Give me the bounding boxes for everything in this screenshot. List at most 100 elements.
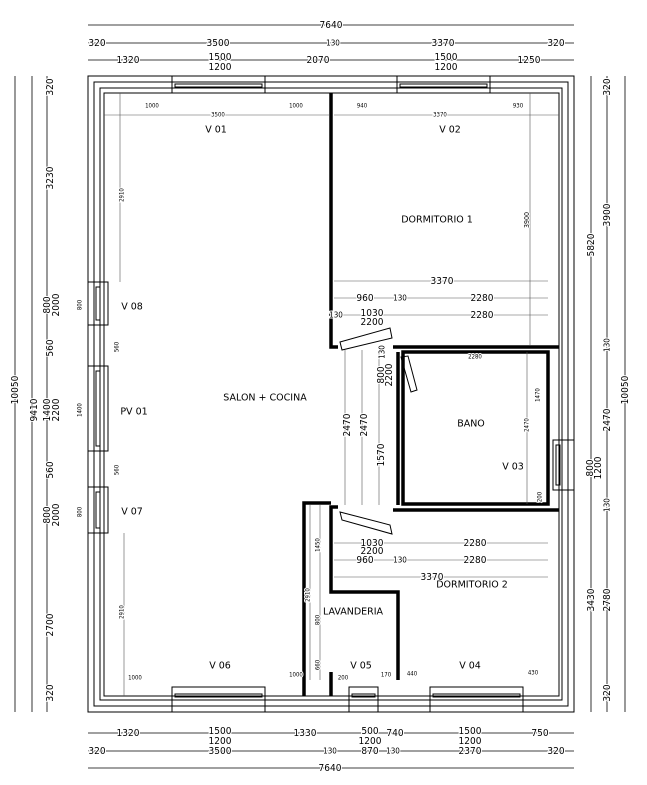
label-salon-cocina: SALON + COCINA bbox=[223, 393, 307, 404]
dimension-interior-26: 2200 bbox=[361, 546, 384, 557]
dimension-interior-12: 1030 bbox=[361, 308, 384, 319]
dimension-right-11: 10050 bbox=[620, 375, 631, 404]
dimension-interior-7: 3370 bbox=[431, 276, 454, 287]
dimension-bottom-0: 1320 bbox=[117, 728, 140, 739]
dimension-left-6: 560 bbox=[45, 339, 56, 356]
dimension-interior-14: 2280 bbox=[471, 310, 494, 321]
dimension-right-5: 130 bbox=[603, 498, 612, 512]
dimension-interior-28: 960 bbox=[356, 555, 373, 566]
dimension-interior-35: 660 bbox=[315, 659, 322, 670]
label-dormitorio2: DORMITORIO 2 bbox=[436, 580, 508, 591]
dimension-interior-38: 200 bbox=[338, 675, 349, 682]
dimension-right-4: 2470 bbox=[602, 408, 613, 431]
dimension-top-4: 3370 bbox=[432, 38, 455, 49]
dimension-interior-37: 1000 bbox=[289, 672, 303, 679]
dimension-left-17: 560 bbox=[114, 341, 121, 352]
dimension-left-8: 2200 bbox=[51, 398, 62, 421]
dimension-left-14: 800 bbox=[77, 299, 84, 310]
dimension-interior-11: 130 bbox=[329, 311, 343, 320]
label-dormitorio1: DORMITORIO 1 bbox=[401, 215, 473, 226]
dimension-left-12: 2700 bbox=[45, 613, 56, 636]
dimension-right-0: 5820 bbox=[586, 233, 597, 256]
label-pv01: PV 01 bbox=[120, 407, 147, 418]
dimension-left-9: 560 bbox=[45, 461, 56, 478]
window-v03 bbox=[552, 439, 575, 491]
dimension-top-3: 130 bbox=[326, 39, 340, 48]
dimension-interior-5: 930 bbox=[513, 103, 524, 110]
label-v01: V 01 bbox=[205, 125, 227, 136]
label-v02: V 02 bbox=[439, 125, 461, 136]
dimension-left-19: 2910 bbox=[119, 188, 126, 202]
door-dormitorio2 bbox=[339, 511, 393, 535]
dimension-interior-1: 3500 bbox=[211, 112, 225, 119]
dimension-interior-16: 2470 bbox=[359, 413, 370, 436]
dimension-top-10: 1500 bbox=[435, 52, 458, 63]
dimension-interior-32: 2910 bbox=[305, 588, 312, 602]
dimension-right-10: 3430 bbox=[586, 588, 597, 611]
dimension-bottom-8: 1200 bbox=[459, 736, 482, 747]
dimension-top-1: 320 bbox=[88, 38, 105, 49]
dimension-left-2: 320 bbox=[45, 78, 56, 95]
dimension-right-1: 320 bbox=[602, 78, 613, 95]
dimension-bottom-7: 1500 bbox=[459, 726, 482, 737]
dimension-interior-0: 1000 bbox=[145, 103, 159, 110]
dimension-left-13: 320 bbox=[45, 684, 56, 701]
window-v01 bbox=[171, 75, 266, 94]
dimension-right-8: 800 bbox=[585, 459, 596, 476]
window-v07 bbox=[87, 486, 109, 534]
dimension-interior-18: 2200 bbox=[384, 363, 395, 386]
dimension-right-9: 1200 bbox=[593, 456, 604, 479]
dimension-interior-19: 1570 bbox=[376, 443, 387, 466]
dimension-bottom-14: 130 bbox=[386, 747, 400, 756]
dimension-interior-29: 130 bbox=[393, 556, 407, 565]
dimension-right-3: 130 bbox=[603, 338, 612, 352]
dimension-left-3: 3230 bbox=[45, 166, 56, 189]
dimension-top-8: 1200 bbox=[209, 62, 232, 73]
windows bbox=[87, 75, 575, 713]
dimension-interior-4: 3370 bbox=[433, 112, 447, 119]
dimension-lines bbox=[14, 24, 626, 769]
dimension-top-7: 1500 bbox=[209, 52, 232, 63]
dimension-left-16: 800 bbox=[77, 506, 84, 517]
dimension-bottom-2: 1200 bbox=[209, 736, 232, 747]
dimension-bottom-11: 3500 bbox=[209, 746, 232, 757]
label-v06: V 06 bbox=[209, 661, 231, 672]
label-lavanderia: LAVANDERIA bbox=[323, 607, 384, 618]
dimension-interior-22: 2470 bbox=[524, 418, 531, 432]
dimension-left-1: 9410 bbox=[29, 398, 40, 421]
dimension-bottom-15: 2370 bbox=[459, 746, 482, 757]
dimension-interior-24: 200 bbox=[537, 491, 544, 502]
dimension-left-5: 2000 bbox=[51, 293, 62, 316]
label-v05: V 05 bbox=[350, 661, 372, 672]
dimension-interior-6: 3900 bbox=[523, 212, 531, 228]
dimension-bottom-16: 320 bbox=[547, 746, 564, 757]
window-pv01 bbox=[87, 365, 109, 452]
dimension-interior-31: 3370 bbox=[421, 572, 444, 583]
dimension-interior-33: 1450 bbox=[315, 538, 322, 552]
dimension-interior-10: 2280 bbox=[471, 293, 494, 304]
interior-walls bbox=[302, 93, 559, 696]
dimension-bottom-17: 7640 bbox=[319, 763, 342, 774]
dimension-interior-36: 1000 bbox=[128, 675, 142, 682]
label-bano: BANO bbox=[457, 419, 485, 430]
dimension-left-15: 1400 bbox=[77, 403, 84, 417]
dimension-interior-15: 2470 bbox=[342, 413, 353, 436]
dimension-bottom-10: 320 bbox=[88, 746, 105, 757]
doors bbox=[339, 327, 418, 535]
dimension-interior-25: 1030 bbox=[361, 538, 384, 549]
label-v08: V 08 bbox=[121, 302, 143, 313]
dimension-interior-30: 2280 bbox=[464, 555, 487, 566]
dimension-left-20: 2910 bbox=[119, 605, 126, 619]
dimension-left-7: 1400 bbox=[42, 398, 53, 421]
window-v04 bbox=[429, 686, 524, 713]
dimension-interior-20: 130 bbox=[378, 345, 387, 359]
dimension-interior-40: 440 bbox=[407, 671, 418, 678]
dimension-bottom-13: 870 bbox=[361, 746, 378, 757]
window-v06 bbox=[171, 686, 266, 713]
window-v05 bbox=[348, 686, 379, 713]
dimension-interior-3: 940 bbox=[357, 103, 368, 110]
label-v03: V 03 bbox=[502, 462, 524, 473]
label-v07: V 07 bbox=[121, 507, 143, 518]
